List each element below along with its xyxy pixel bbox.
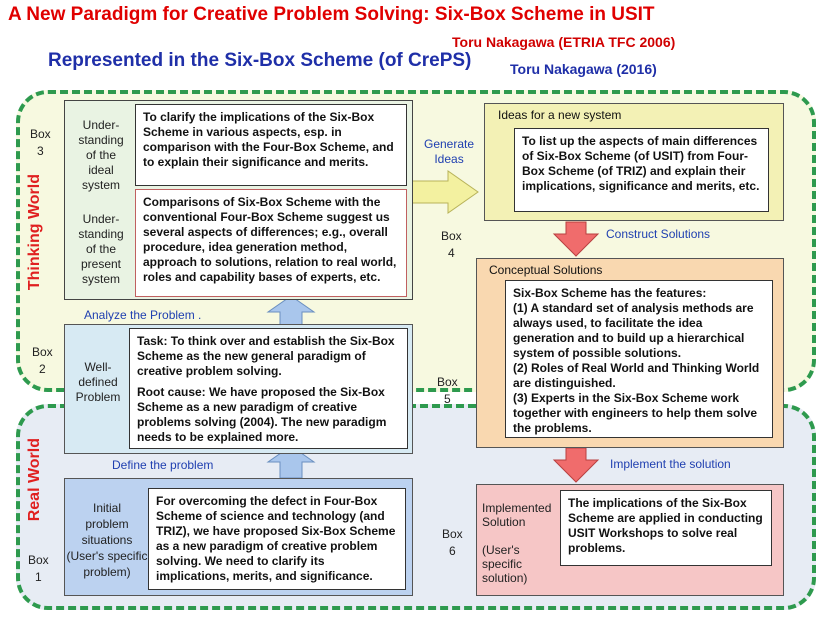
arrow-generate-ideas: [411, 170, 479, 214]
box3-label: Box 3: [30, 127, 51, 158]
page-subtitle: Represented in the Six-Box Scheme (of Cr…: [48, 50, 472, 71]
arrow-define-problem: [266, 445, 316, 479]
box1-inner-label: Initial problem situations (User's speci…: [66, 501, 148, 579]
author-credit-2016: Toru Nakagawa (2016): [510, 61, 657, 77]
define-problem-label: Define the problem: [112, 458, 214, 472]
analyze-problem-label: Analyze the Problem .: [84, 308, 202, 322]
box3-ideal-label: Under- standing of the ideal system: [78, 118, 124, 192]
page-title: A New Paradigm for Creative Problem Solv…: [8, 4, 655, 25]
author-credit-2006: Toru Nakagawa (ETRIA TFC 2006): [452, 34, 676, 50]
box2-root-cause-text: Root cause: We have proposed the Six-Box…: [137, 385, 387, 444]
box3-ideal-text: To clarify the implications of the Six-B…: [135, 104, 407, 186]
box6-inner-label: Implemented Solution (User's specific so…: [482, 501, 552, 585]
box5-text: Six-Box Scheme has the features: (1) A s…: [505, 280, 773, 438]
box5-label: Box 5: [437, 375, 458, 406]
box3-present-label: Under- standing of the present system: [78, 212, 124, 286]
arrow-analyze-problem: [266, 295, 316, 326]
box4-label: Box 4: [441, 229, 462, 260]
box1-label: Box 1: [28, 553, 49, 584]
box2-task-text: Task: To think over and establish the Si…: [137, 334, 395, 378]
box6-label: Box 6: [442, 527, 463, 558]
implement-solution-label: Implement the solution: [610, 457, 731, 471]
arrow-implement-solution: [552, 447, 600, 483]
box4-text: To list up the aspects of main differenc…: [514, 128, 769, 212]
box4-header: Ideas for a new system: [498, 108, 622, 122]
box5-header: Conceptual Solutions: [489, 263, 603, 277]
box1-text: For overcoming the defect in Four-Box Sc…: [148, 488, 406, 590]
arrow-construct-solutions: [552, 221, 600, 257]
box2-text-box: Task: To think over and establish the Si…: [129, 328, 408, 449]
box2-label: Box 2: [32, 345, 53, 376]
box6-text: The implications of the Six-Box Scheme a…: [560, 490, 772, 566]
box2-inner-label: Well- defined Problem: [75, 360, 121, 404]
construct-solutions-label: Construct Solutions: [606, 227, 711, 241]
box3-present-text: Comparisons of Six-Box Scheme with the c…: [135, 189, 407, 297]
generate-ideas-label: Generate Ideas: [424, 137, 475, 166]
